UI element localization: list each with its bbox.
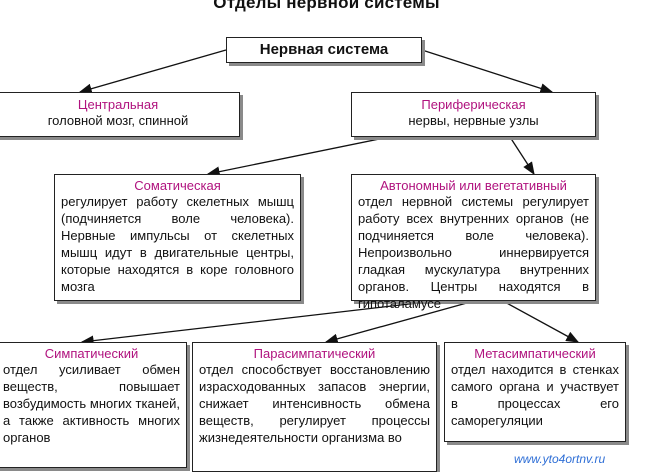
metasympathetic-box: Метасимпатический отдел находится в стен… xyxy=(444,342,626,442)
sympathetic-box: Симпатический отдел усиливает обмен веще… xyxy=(0,342,187,468)
central-header: Центральная xyxy=(77,97,159,112)
parasympathetic-text: отдел способствует восстановлению израсх… xyxy=(199,362,430,445)
peripheral-box: Периферическая нервы, нервные узлы xyxy=(351,92,596,137)
central-text: головной мозг, спинной xyxy=(47,113,189,128)
parasympathetic-header: Парасимпатический xyxy=(253,346,376,361)
arrow-peripheral-somatic xyxy=(206,136,390,177)
central-box: Центральная головной мозг, спинной xyxy=(0,92,240,137)
arrow-root-central xyxy=(78,49,227,94)
sympathetic-text: отдел усиливает обмен веществ, повышает … xyxy=(3,362,180,445)
peripheral-text: нервы, нервные узлы xyxy=(408,113,539,128)
somatic-header: Соматическая xyxy=(134,178,221,193)
metasympathetic-header: Метасимпатический xyxy=(474,346,596,361)
peripheral-header: Периферическая xyxy=(421,97,526,112)
nervous-system-label: Нервная система xyxy=(259,41,389,58)
diagram-title: Отделы нервной системы xyxy=(213,0,440,12)
sympathetic-header: Симпатический xyxy=(44,346,139,361)
arrow-peripheral-autonomic xyxy=(509,136,535,176)
metasympathetic-text: отдел находится в стенках самого органа … xyxy=(451,362,619,428)
nervous-system-box: Нервная система xyxy=(226,37,422,63)
parasympathetic-box: Парасимпатический отдел способствует вос… xyxy=(192,342,437,472)
arrow-root-peripheral xyxy=(421,49,554,94)
autonomic-box: Автономный или вегетативный отдел нервно… xyxy=(351,174,596,311)
autonomic-header: Автономный или вегетативный xyxy=(380,178,567,193)
autonomic-text: отдел нервной системы регулирует работу … xyxy=(358,194,589,311)
watermark: www.yto4ortnv.ru xyxy=(514,452,606,466)
somatic-box: Соматическая регулирует работу скелетных… xyxy=(54,174,301,301)
somatic-text: регулирует работу скелетных мышц (подчин… xyxy=(61,194,294,294)
